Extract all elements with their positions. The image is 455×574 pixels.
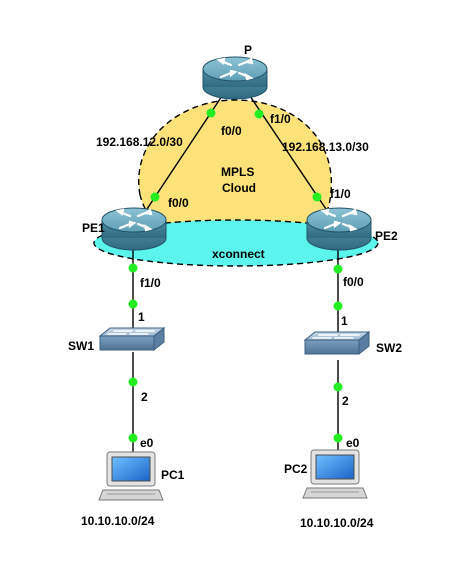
device-label-pe1: PE1 bbox=[82, 221, 105, 235]
cloud-label-line1: MPLS bbox=[221, 165, 254, 179]
iface-pc2-e0: e0 bbox=[346, 436, 360, 450]
cloud-label-line2: Cloud bbox=[222, 181, 256, 195]
link-dot bbox=[333, 433, 343, 443]
link-dots bbox=[128, 108, 343, 443]
device-label-pc2: PC2 bbox=[284, 462, 308, 476]
link-dot bbox=[312, 192, 322, 202]
iface-sw1-to-pe1: 1 bbox=[138, 310, 145, 324]
link-dot bbox=[128, 263, 138, 273]
iface-sw2-to-pe2: 1 bbox=[341, 314, 348, 328]
device-label-sw2: SW2 bbox=[376, 341, 402, 355]
link-dot bbox=[333, 301, 343, 311]
router-pe1-icon[interactable] bbox=[100, 206, 168, 252]
pc2-icon[interactable] bbox=[302, 449, 368, 499]
switch-sw2-icon[interactable] bbox=[304, 331, 370, 355]
iface-pe1-to-sw1: f1/0 bbox=[140, 276, 161, 290]
mpls-cloud-shape bbox=[138, 99, 333, 246]
subnet-pc1: 10.10.10.0/24 bbox=[81, 514, 155, 528]
iface-pe2-to-sw2: f0/0 bbox=[343, 275, 364, 289]
link-dot bbox=[206, 108, 216, 118]
subnet-p-pe1: 192.168.12.0/30 bbox=[96, 135, 183, 149]
link-dot bbox=[128, 433, 138, 443]
iface-pe2-to-p: f1/0 bbox=[330, 187, 351, 201]
router-pe2-icon[interactable] bbox=[305, 206, 373, 252]
pc1-icon[interactable] bbox=[98, 451, 164, 501]
subnet-pc2: 10.10.10.0/24 bbox=[300, 516, 374, 530]
router-p-icon[interactable] bbox=[201, 55, 269, 101]
iface-pc1-e0: e0 bbox=[140, 436, 154, 450]
link-dot bbox=[150, 192, 160, 202]
device-label-pe2: PE2 bbox=[375, 229, 398, 243]
iface-sw2-to-pc2: 2 bbox=[342, 394, 349, 408]
subnet-p-pe2: 192.168.13.0/30 bbox=[282, 140, 369, 154]
xconnect-label: xconnect bbox=[212, 247, 265, 261]
device-label-pc1: PC1 bbox=[161, 468, 185, 482]
link-dot bbox=[333, 264, 343, 274]
iface-pe1-to-p: f0/0 bbox=[168, 196, 189, 210]
iface-p-to-pe1: f0/0 bbox=[221, 124, 242, 138]
device-label-sw1: SW1 bbox=[68, 339, 94, 353]
link-dot bbox=[128, 377, 138, 387]
iface-sw1-to-pc1: 2 bbox=[141, 390, 148, 404]
link-dot bbox=[254, 109, 264, 119]
link-dot bbox=[128, 299, 138, 309]
switch-sw1-icon[interactable] bbox=[99, 327, 165, 351]
device-label-p: P bbox=[244, 43, 252, 57]
link-dot bbox=[333, 382, 343, 392]
iface-p-to-pe2: f1/0 bbox=[270, 112, 291, 126]
